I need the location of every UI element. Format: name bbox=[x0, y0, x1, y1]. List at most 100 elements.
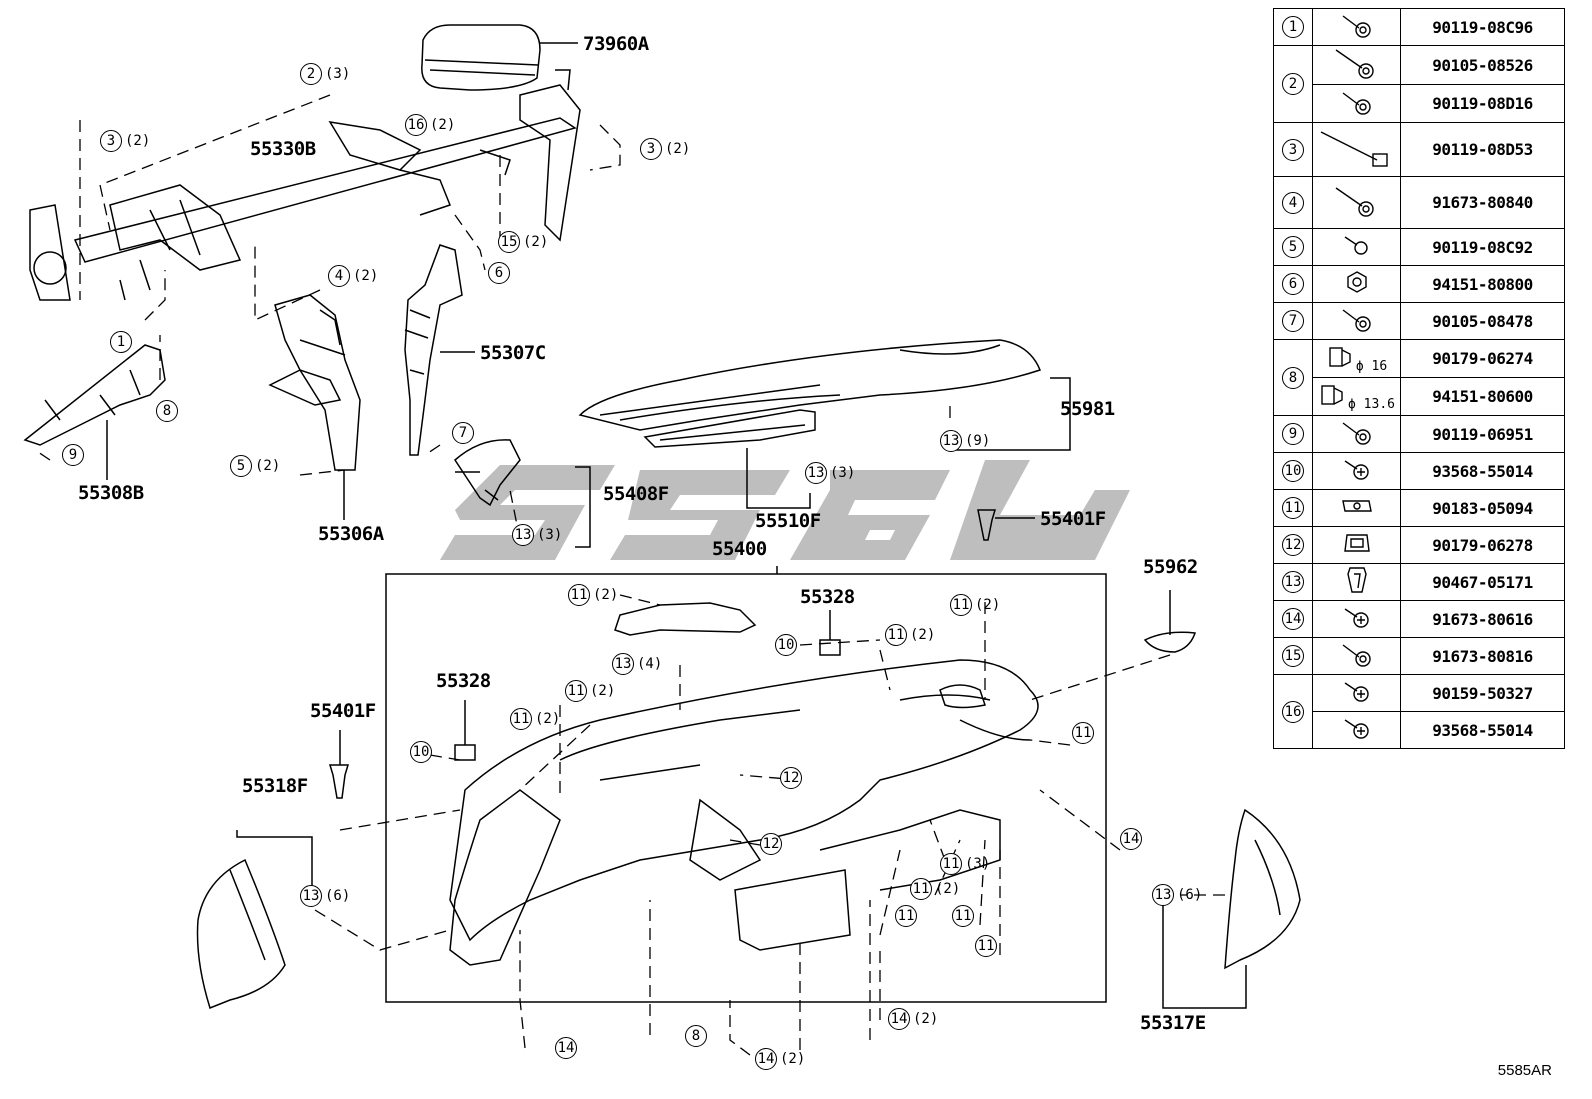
callout: 5(2) bbox=[230, 455, 280, 477]
flange-bolt-icon bbox=[1312, 84, 1401, 123]
part-label-55330B: 55330B bbox=[250, 138, 316, 160]
duct-upper bbox=[614, 602, 757, 636]
callout: 10 bbox=[410, 741, 432, 763]
callout: 12 bbox=[780, 767, 802, 789]
duct-55510F bbox=[643, 409, 816, 448]
parts-table-row: 13 90467-05171 bbox=[1273, 563, 1565, 601]
part-label-73960A: 73960A bbox=[583, 33, 649, 55]
part-number: 90159-50327 bbox=[1400, 674, 1565, 712]
callout: 11(2) bbox=[950, 594, 1000, 616]
part-label-55400: 55400 bbox=[712, 538, 767, 560]
callout: 14(2) bbox=[888, 1008, 938, 1030]
part-number: 91673-80816 bbox=[1400, 637, 1565, 675]
callout: 13(3) bbox=[805, 462, 855, 484]
side-cover-55317E bbox=[1224, 808, 1301, 970]
part-label-55510F: 55510F bbox=[755, 510, 821, 532]
callout: 11(2) bbox=[568, 584, 618, 606]
callout: 11(3) bbox=[940, 853, 990, 875]
instrument-panel-55400 bbox=[385, 573, 1107, 1003]
parts-table-index: 12 bbox=[1273, 526, 1313, 564]
parts-table-index: 8 bbox=[1273, 339, 1313, 416]
parts-table-index: 1 bbox=[1273, 8, 1313, 46]
long-flange-bolt-icon bbox=[1312, 45, 1401, 85]
callout: 1 bbox=[110, 331, 132, 353]
screw-icon bbox=[1312, 600, 1401, 638]
part-number: 94151-80800 bbox=[1400, 265, 1565, 303]
brace-55308B bbox=[23, 344, 166, 480]
screw-icon bbox=[1312, 452, 1401, 490]
part-label-55307C: 55307C bbox=[480, 342, 546, 364]
figure-id: 5585AR bbox=[1497, 1062, 1552, 1079]
part-number: 90179-06274 bbox=[1400, 339, 1565, 378]
part-number: 90467-05171 bbox=[1400, 563, 1565, 601]
parts-table-index: 11 bbox=[1273, 489, 1313, 527]
callout: 13(6) bbox=[1152, 884, 1202, 906]
callout: 14(2) bbox=[755, 1048, 805, 1070]
parts-table-row: 9 90119-06951 bbox=[1273, 415, 1565, 453]
callout: 10 bbox=[775, 634, 797, 656]
u-nut-icon bbox=[1312, 489, 1401, 527]
part-label-55308B: 55308B bbox=[78, 482, 144, 504]
part-label-55408F: 55408F bbox=[603, 483, 669, 505]
callout: 6 bbox=[488, 262, 510, 284]
callout: 13(3) bbox=[512, 524, 562, 546]
square-nut-icon bbox=[1312, 526, 1401, 564]
bracket-55328-left bbox=[454, 700, 476, 761]
flange-bolt-icon bbox=[1312, 637, 1401, 675]
part-label-55318F: 55318F bbox=[242, 775, 308, 797]
clip-icon bbox=[1312, 563, 1401, 601]
callout: 11 bbox=[1072, 722, 1094, 744]
parts-table-index: 3 bbox=[1273, 122, 1313, 177]
flange-bolt-icon bbox=[1312, 8, 1401, 46]
callout: 2(3) bbox=[300, 63, 350, 85]
callout: 13(4) bbox=[612, 653, 662, 675]
parts-table-index: 9 bbox=[1273, 415, 1313, 453]
parts-table-index: 5 bbox=[1273, 228, 1313, 266]
upper-panel-55981 bbox=[578, 339, 1041, 431]
airbag-73960A bbox=[421, 24, 578, 91]
callout: 13(6) bbox=[300, 885, 350, 907]
parts-table-index: 2 bbox=[1273, 45, 1313, 123]
part-label-55981: 55981 bbox=[1060, 398, 1115, 420]
part-number: 90105-08526 bbox=[1400, 45, 1565, 85]
part-label-55401F-left: 55401F bbox=[310, 700, 376, 722]
cover-55408F bbox=[454, 439, 521, 507]
parts-table-index: 13 bbox=[1273, 563, 1313, 601]
nut-icon bbox=[1312, 265, 1401, 303]
part-number: 90119-06951 bbox=[1400, 415, 1565, 453]
part-number: 93568-55014 bbox=[1400, 452, 1565, 490]
callout: 11(2) bbox=[565, 680, 615, 702]
part-label-55328-left: 55328 bbox=[436, 670, 491, 692]
part-label-55306A: 55306A bbox=[318, 523, 384, 545]
part-number: 90119-08D16 bbox=[1400, 84, 1565, 123]
bracket-55328-top bbox=[819, 610, 841, 656]
callout: 16(2) bbox=[405, 114, 455, 136]
part-number: 91673-80616 bbox=[1400, 600, 1565, 638]
parts-table-row: 90119-08D16 bbox=[1274, 84, 1565, 123]
reinforcement-55330B bbox=[29, 69, 581, 301]
part-number: 90179-06278 bbox=[1400, 526, 1565, 564]
parts-table-row: 10 93568-55014 bbox=[1273, 452, 1565, 490]
callout: 7 bbox=[452, 422, 474, 444]
watermark bbox=[440, 460, 1130, 560]
parts-table-index: 16 bbox=[1273, 674, 1313, 749]
callout: 11(2) bbox=[885, 624, 935, 646]
parts-table-index: 10 bbox=[1273, 452, 1313, 490]
part-number: 90119-08D53 bbox=[1400, 122, 1565, 177]
callout: 11 bbox=[895, 905, 917, 927]
part-number: 90105-08478 bbox=[1400, 302, 1565, 340]
parts-table-row: 2 90105-08526 bbox=[1273, 45, 1565, 123]
callout: 3(2) bbox=[640, 138, 690, 160]
flange-bolt-icon bbox=[1312, 302, 1401, 340]
callout: 13(9) bbox=[940, 430, 990, 452]
brace-55306A bbox=[268, 294, 361, 520]
callout: 9 bbox=[62, 444, 84, 466]
parts-table-index: 4 bbox=[1273, 176, 1313, 229]
long-flange-bolt-icon bbox=[1312, 176, 1401, 229]
